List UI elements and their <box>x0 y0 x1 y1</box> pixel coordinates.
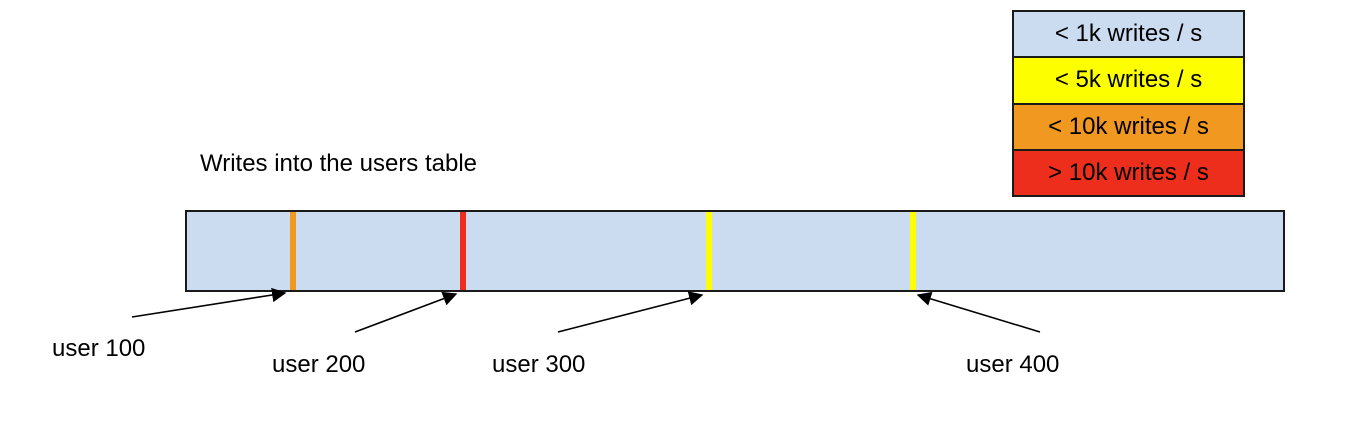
arrow-user-100 <box>131 287 287 318</box>
arrow-user-200 <box>354 291 458 333</box>
user-300-label: user 300 <box>492 351 586 378</box>
user-200-label: user 200 <box>272 351 366 378</box>
diagram-title: Writes into the users table <box>200 150 478 177</box>
hotspot-marker-user-100 <box>290 212 297 290</box>
legend: < 1k writes / s < 5k writes / s < 10k wr… <box>1012 10 1245 197</box>
arrow-user-400 <box>916 291 1041 333</box>
hotspot-marker-user-400 <box>909 212 916 290</box>
user-400-label: user 400 <box>966 351 1060 378</box>
legend-item-gt-10k: > 10k writes / s <box>1012 148 1245 197</box>
legend-item-lt-5k: < 5k writes / s <box>1012 56 1245 105</box>
legend-item-label: > 10k writes / s <box>1048 158 1209 186</box>
legend-item-label: < 1k writes / s <box>1054 20 1203 48</box>
legend-item-lt-10k: < 10k writes / s <box>1012 102 1245 151</box>
legend-item-lt-1k: < 1k writes / s <box>1012 10 1245 59</box>
arrow-user-300 <box>557 291 704 333</box>
users-table-bar <box>185 210 1285 292</box>
hotspot-marker-user-300 <box>705 212 712 290</box>
hotspot-marker-user-200 <box>460 212 467 290</box>
user-100-label: user 100 <box>52 335 146 362</box>
legend-item-label: < 10k writes / s <box>1048 112 1209 140</box>
legend-item-label: < 5k writes / s <box>1054 66 1203 94</box>
